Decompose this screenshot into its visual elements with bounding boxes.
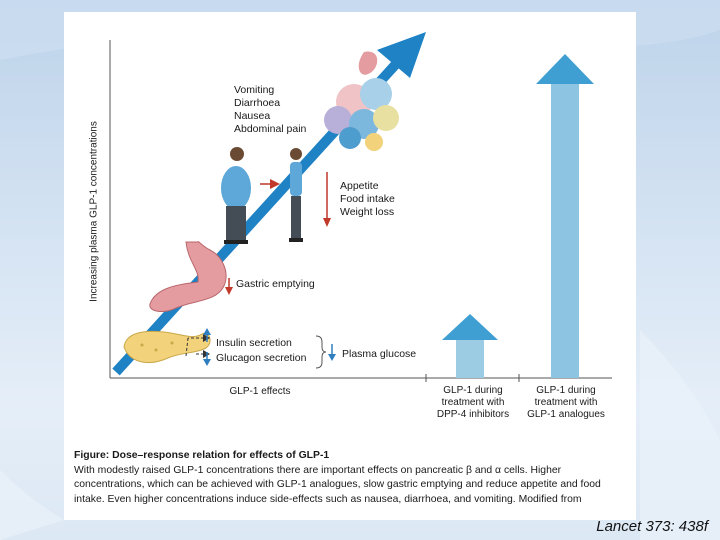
category-glp1-effects: GLP-1 effects xyxy=(210,386,310,398)
citation: Lancet 373: 438f xyxy=(596,518,708,535)
label-glucagon-secretion: Glucagon secretion xyxy=(216,352,306,364)
caption-body: With modestly raised GLP-1 concentration… xyxy=(74,464,630,508)
label-appetite: Appetite xyxy=(340,180,379,192)
caption-title: Figure: Dose–response relation for effec… xyxy=(74,449,630,464)
pancreas-illustration xyxy=(124,331,210,362)
label-diarrhoea: Diarrhoea xyxy=(234,97,280,109)
label-nausea: Nausea xyxy=(234,110,270,122)
label-plasma-glucose: Plasma glucose xyxy=(342,348,416,360)
islet-bracket xyxy=(316,336,326,368)
label-vomiting: Vomiting xyxy=(234,84,274,96)
label-gastric-emptying: Gastric emptying xyxy=(236,278,315,290)
category-analogues: GLP-1 during treatment with GLP-1 analog… xyxy=(520,385,612,421)
appetite-down-arrow xyxy=(323,172,331,227)
figure-panel: Increasing plasma GLP-1 concentrations V… xyxy=(64,12,636,520)
stomach-illustration xyxy=(150,242,226,312)
label-insulin-secretion: Insulin secretion xyxy=(216,337,292,349)
figure-caption: Figure: Dose–response relation for effec… xyxy=(74,449,630,507)
diagram-graphics xyxy=(64,12,636,520)
analogues-bar xyxy=(536,54,594,378)
category-dpp4: GLP-1 during treatment with DPP-4 inhibi… xyxy=(428,385,518,421)
label-weight-loss: Weight loss xyxy=(340,206,394,218)
label-food-intake: Food intake xyxy=(340,193,395,205)
glucose-down-arrow xyxy=(328,344,336,361)
dpp4-bar xyxy=(442,314,498,378)
gastric-down-arrow xyxy=(225,278,233,295)
label-abdominal-pain: Abdominal pain xyxy=(234,123,306,135)
